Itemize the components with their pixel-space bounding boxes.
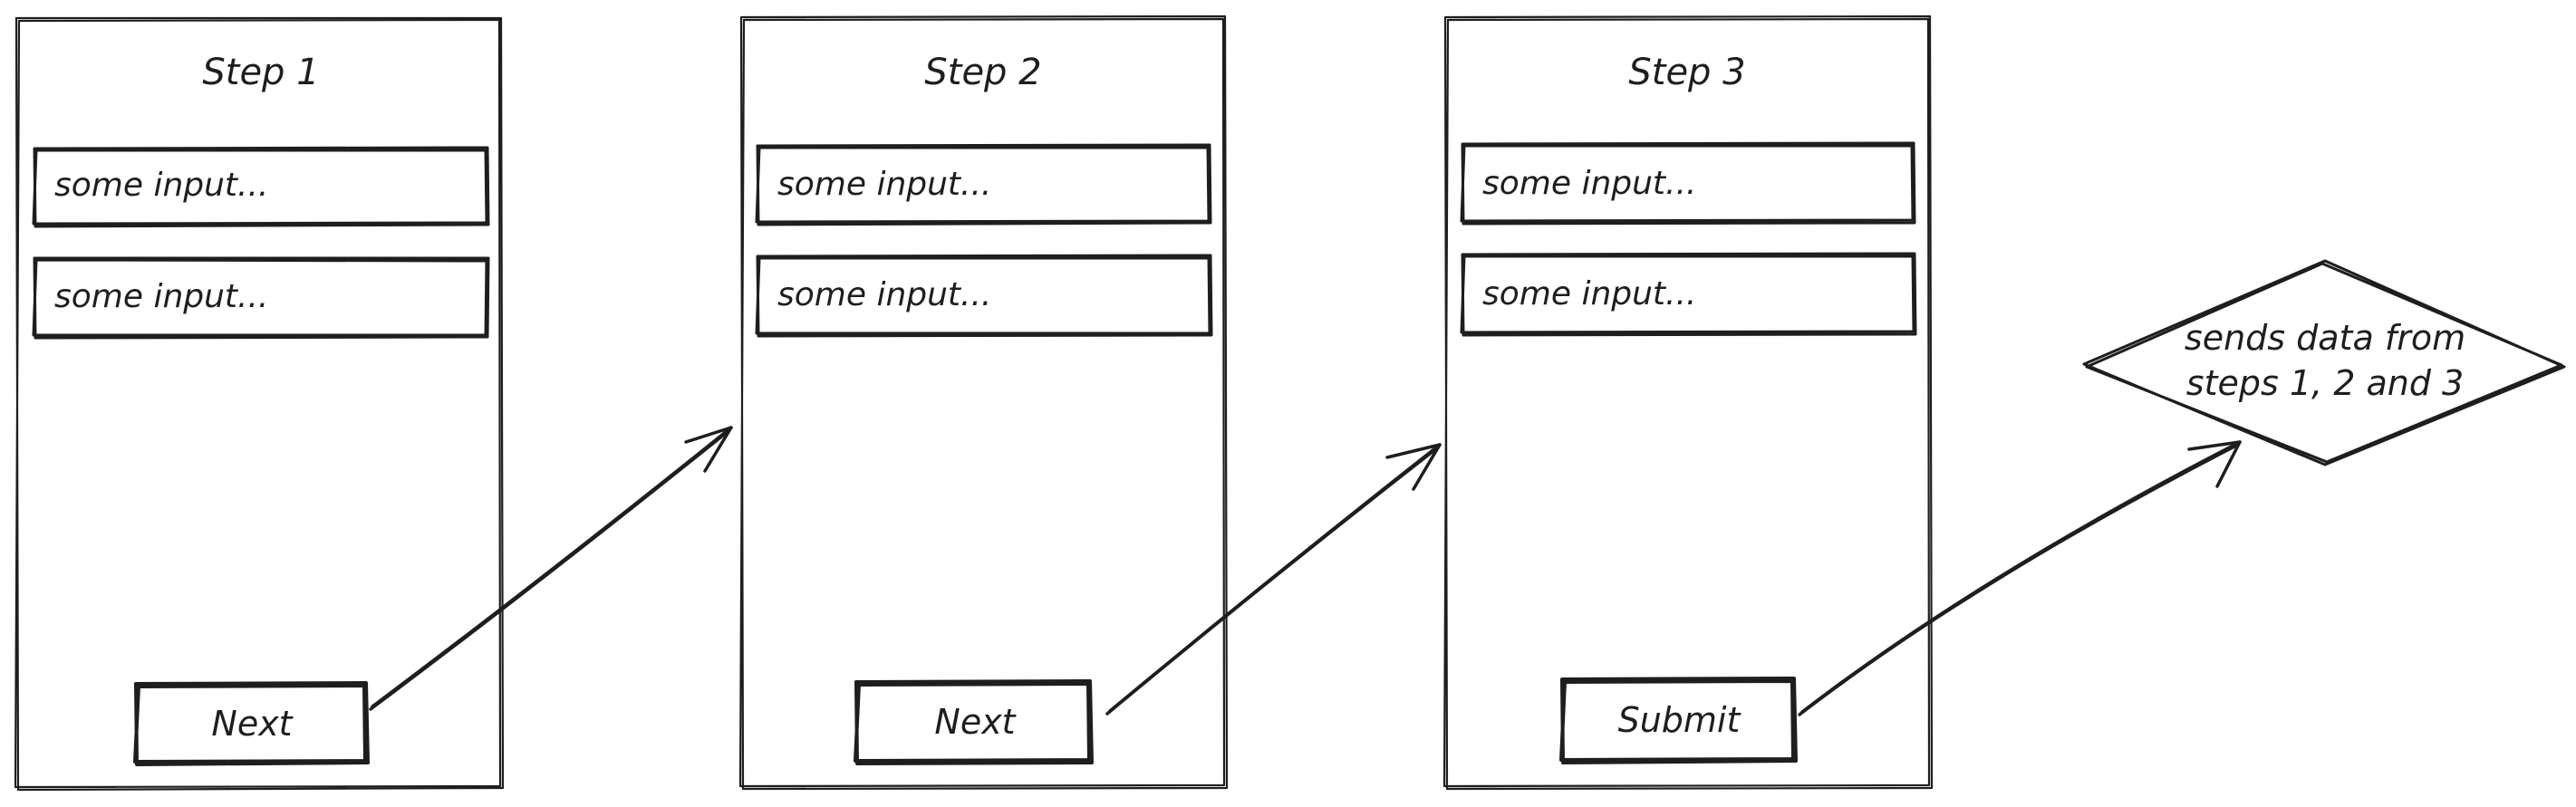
step-1-title: Step 1 [202, 52, 319, 93]
step-1-frame [14, 16, 505, 792]
step-3-input-2-placeholder: some input... [1482, 275, 1696, 312]
send-data-diamond: sends data from steps 1, 2 and 3 [2082, 259, 2566, 466]
step-3-frame [1442, 14, 1934, 791]
step-1-panel: Step 1 some input... some input... Next [14, 16, 505, 792]
step-3-title: Step 3 [1628, 52, 1745, 93]
step-3-submit-button[interactable]: Submit [1559, 677, 1798, 764]
arrow-step1-to-step2 [369, 426, 733, 711]
step-2-input-1[interactable]: some input... [755, 143, 1212, 226]
step-3-input-2[interactable]: some input... [1460, 252, 1917, 337]
step-1-next-button[interactable]: Next [133, 681, 370, 766]
step-3-panel: Step 3 some input... some input... Submi… [1442, 14, 1934, 791]
step-2-next-label: Next [934, 702, 1017, 742]
arrow-step2-to-step3 [1105, 443, 1442, 716]
step-2-input-2[interactable]: some input... [755, 254, 1213, 338]
step-1-next-label: Next [211, 704, 294, 744]
step-2-frame [738, 14, 1229, 791]
step-1-input-2[interactable]: some input... [32, 256, 490, 340]
step-3-input-1[interactable]: some input... [1460, 141, 1916, 226]
arrow-step1-to-step2-head [684, 426, 733, 473]
step-1-input-1-placeholder: some input... [54, 167, 268, 204]
step-3-submit-label: Submit [1618, 700, 1742, 740]
step-1-input-1[interactable]: some input... [32, 146, 490, 228]
step-3-input-1-placeholder: some input... [1482, 165, 1696, 202]
arrow-step2-to-step3-head [1385, 443, 1442, 491]
step-2-input-1-placeholder: some input... [777, 166, 991, 203]
arrow-step3-to-diamond [1798, 440, 2242, 716]
step-2-panel: Step 2 some input... some input... Next [738, 14, 1229, 791]
step-2-next-button[interactable]: Next [854, 679, 1094, 765]
step-2-title: Step 2 [924, 52, 1041, 93]
step-2-input-2-placeholder: some input... [777, 276, 991, 313]
step-1-input-2-placeholder: some input... [54, 278, 268, 315]
diamond-line-2: steps 1, 2 and 3 [2186, 363, 2464, 403]
diamond-shape [2082, 259, 2566, 466]
arrow-step3-to-diamond-head [2187, 440, 2242, 488]
diamond-line-1: sends data from [2185, 318, 2465, 358]
